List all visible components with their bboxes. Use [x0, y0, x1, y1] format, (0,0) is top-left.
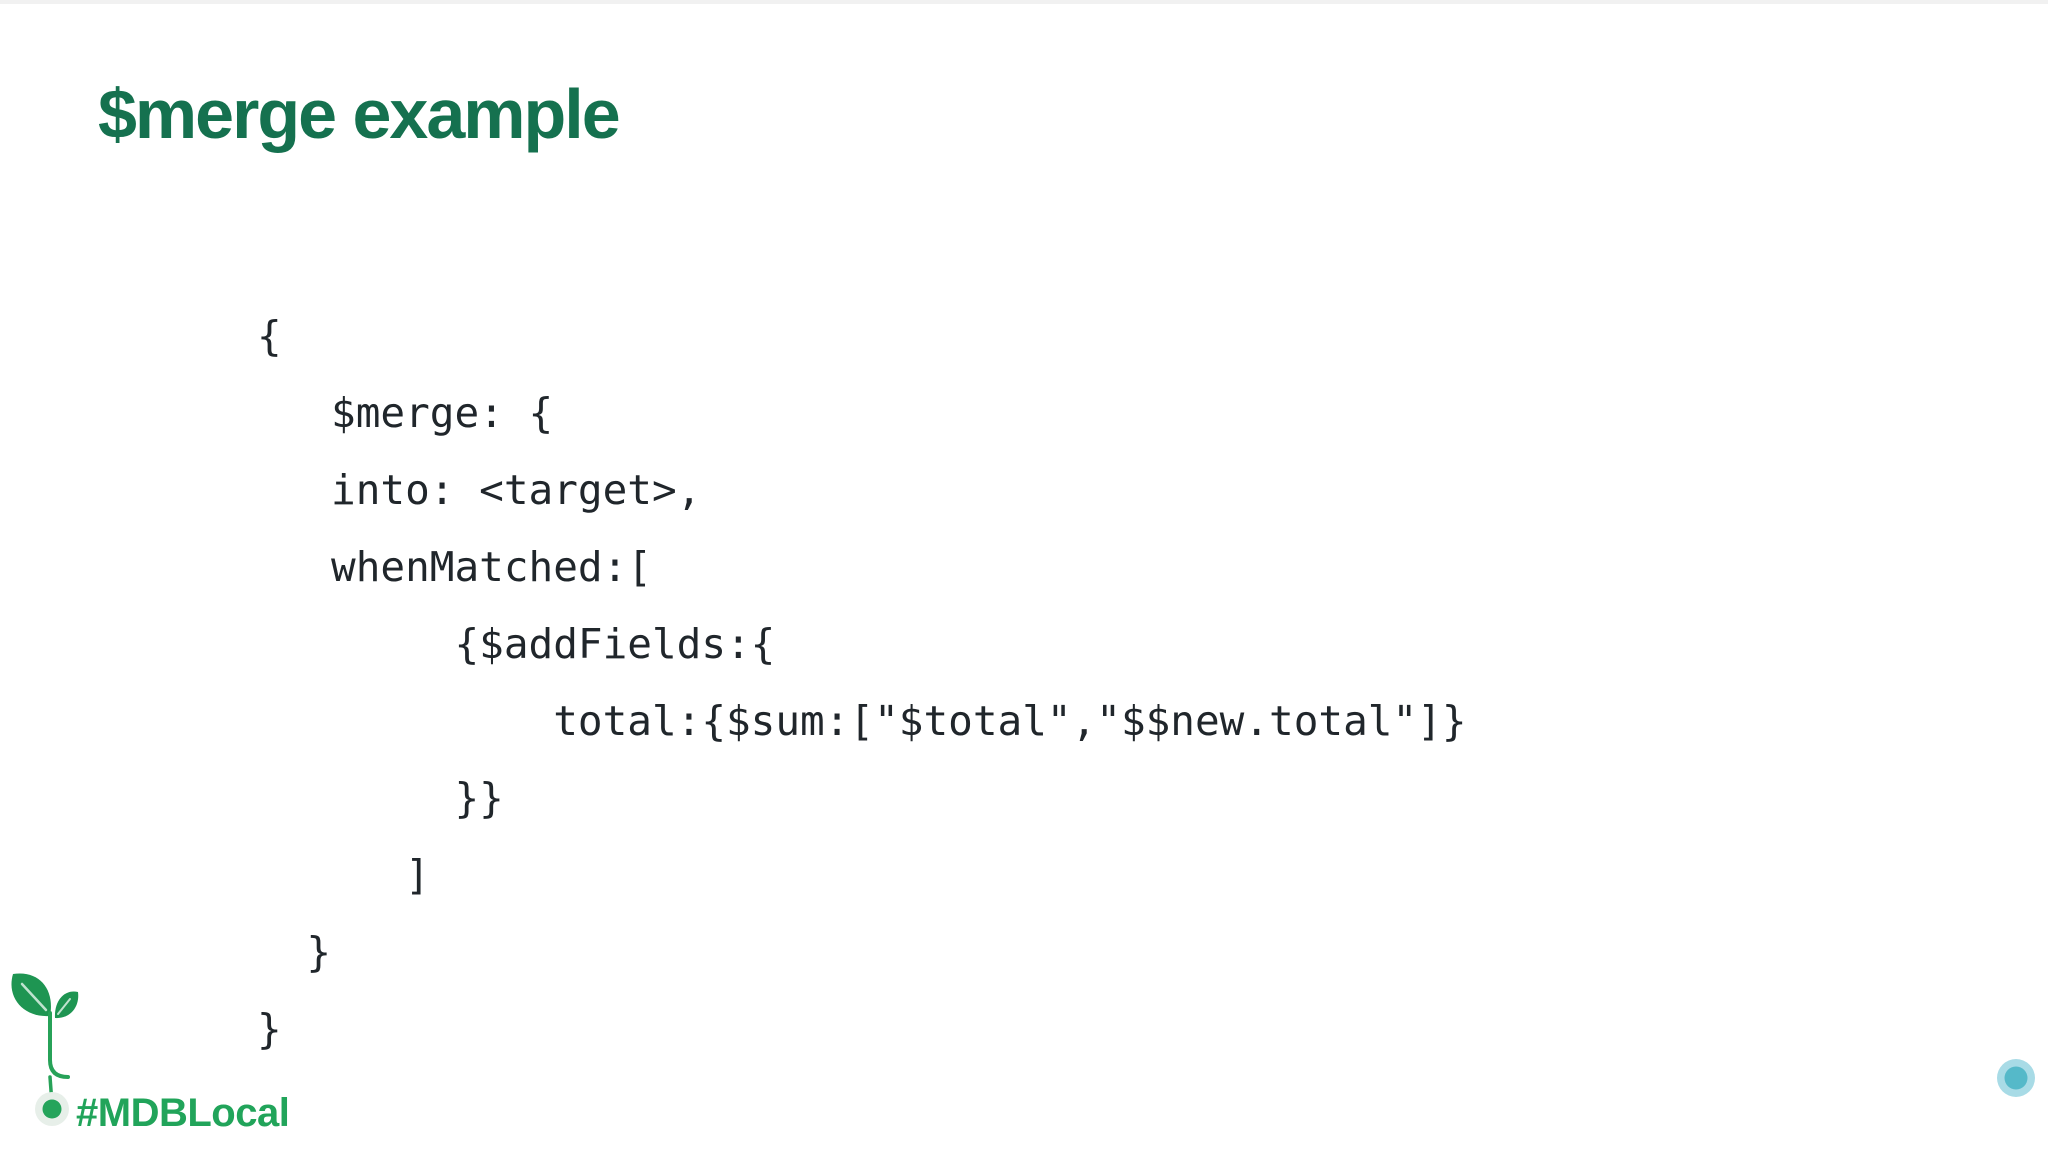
slide-title: $merge example — [98, 75, 621, 153]
code-line: $merge: { — [257, 389, 554, 437]
teal-dot-icon — [1997, 1059, 2035, 1097]
sprout-icon — [11, 973, 79, 1099]
code-line: total:{$sum:["$total","$$new.total"]} — [257, 697, 1467, 745]
code-block: { $merge: { into: <target>, whenMatched:… — [257, 298, 1467, 1068]
code-line: whenMatched:[ — [257, 543, 652, 591]
code-line: ] — [257, 851, 430, 899]
event-hashtag: #MDBLocal — [76, 1091, 290, 1135]
code-line: {$addFields:{ — [257, 620, 776, 668]
code-line: } — [257, 928, 332, 976]
code-line: }} — [257, 774, 504, 822]
code-line: { — [257, 312, 282, 360]
code-line: } — [257, 1005, 282, 1053]
slide-top-edge — [0, 0, 2048, 4]
green-dot-icon — [35, 1092, 69, 1126]
code-line: into: <target>, — [257, 466, 702, 514]
